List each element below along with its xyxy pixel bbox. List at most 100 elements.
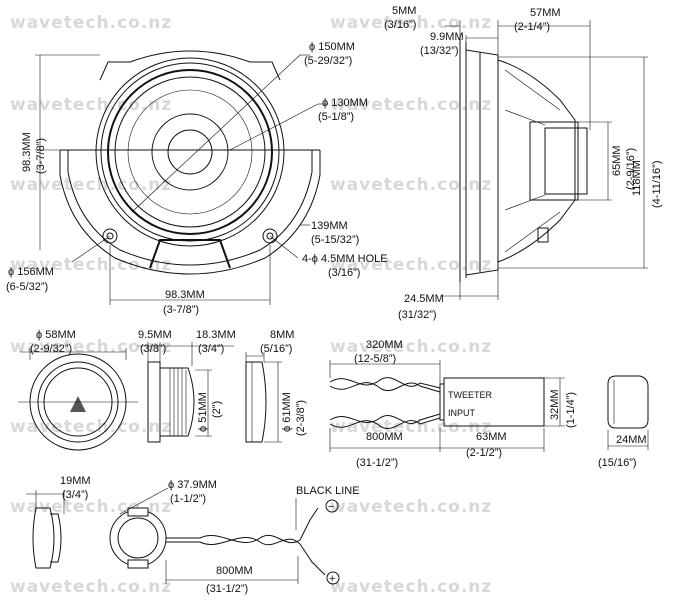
dim-245-in: (31/32”)	[398, 309, 437, 321]
basket-frame	[497, 59, 576, 263]
watermark: wavetech.co.nz	[330, 337, 492, 357]
input-label: INPUT	[448, 408, 476, 418]
dim-800-in: (31-1/2”)	[356, 457, 398, 469]
watermark: wavetech.co.nz	[330, 255, 492, 275]
tweeter-side-view: 9.5MM (3/8”) 18.3MM (3/4”) ϕ 51MM (2”)	[138, 329, 236, 443]
dim-8-in: (5/16”)	[260, 343, 292, 355]
dim-24: 24MM	[616, 434, 647, 446]
dim-150: ϕ 150MM	[309, 41, 355, 53]
dim-183: 18.3MM	[196, 329, 236, 341]
adapter-tab	[149, 239, 231, 269]
leader-156	[71, 235, 111, 263]
watermark: wavetech.co.nz	[330, 13, 492, 33]
watermark: wavetech.co.nz	[10, 255, 172, 275]
dim-24-in: (15/16”)	[598, 457, 637, 469]
dim-800b: 800MM	[216, 565, 253, 577]
leader-150	[131, 54, 301, 213]
dim-61-in: (2-3/8”)	[295, 400, 307, 436]
dim-58: ϕ 58MM	[36, 329, 76, 341]
dim-63: 63MM	[476, 431, 507, 443]
lead-negative	[299, 507, 319, 541]
dim-156-in: (6-5/32”)	[6, 281, 48, 293]
dim-19: 19MM	[60, 475, 91, 487]
dim-95-in: (3/8”)	[140, 343, 166, 355]
dim-800b-in: (31-1/2”)	[206, 583, 248, 595]
crossover-end	[439, 383, 445, 421]
dim-holes: 4-ϕ 4.5MM HOLE	[302, 253, 388, 265]
black-line-label: BLACK LINE	[296, 485, 360, 497]
dim-5: 5MM	[392, 5, 416, 17]
crossover-end-view	[607, 375, 649, 429]
tweeter-wire-2	[329, 382, 441, 393]
dim-99: 9.9MM	[430, 31, 464, 43]
tweeter-wire	[329, 377, 441, 389]
dim-320-in: (12-5/8”)	[354, 353, 396, 365]
frame-outer-circle	[95, 57, 285, 247]
minus-sign: −	[328, 501, 334, 513]
dim-130: ϕ 130MM	[322, 97, 368, 109]
cone-ring-circle	[127, 89, 253, 215]
dim-61: ϕ 61MM	[281, 392, 293, 432]
watermark: wavetech.co.nz	[330, 175, 492, 195]
dim-5-in: (3/16”)	[384, 19, 416, 31]
tweeter-thread	[169, 368, 187, 436]
watermark: wavetech.co.nz	[330, 577, 492, 597]
leader-130	[229, 103, 319, 151]
tweeter-body-side	[160, 367, 195, 437]
cone-inner-circle	[151, 113, 229, 191]
input-wire-2	[329, 417, 441, 429]
dim-51: ϕ 51MM	[197, 392, 209, 432]
watermark: wavetech.co.nz	[10, 95, 172, 115]
adapter-outline	[59, 150, 321, 275]
dim-139: 139MM	[311, 220, 348, 232]
dust-cap	[167, 129, 213, 175]
dim-57-in: (2-1/4”)	[514, 21, 550, 33]
lead-positive	[299, 543, 326, 576]
dim-99-in: (13/32”)	[420, 45, 459, 57]
dim-holes-in: (3/16”)	[328, 267, 360, 279]
dim-983-w: 98.3MM	[165, 289, 205, 301]
tweeter-flange-side	[147, 361, 161, 443]
flush-clip-bottom	[127, 559, 149, 569]
dim-63-in: (2-1/2”)	[466, 447, 502, 459]
cone-edge-circle	[114, 76, 266, 228]
leader-379	[119, 487, 169, 515]
magnet-cup	[544, 127, 588, 195]
dim-379-in: (1-1/2”)	[170, 493, 206, 505]
watermark: wavetech.co.nz	[330, 497, 492, 517]
negative-terminal-icon	[325, 499, 339, 513]
dim-183-in: (3/4”)	[198, 343, 224, 355]
dim-57: 57MM	[530, 7, 561, 19]
watermark: wavetech.co.nz	[10, 13, 172, 33]
dim-800: 800MM	[366, 431, 403, 443]
positive-terminal-icon	[326, 571, 340, 585]
dim-8: 8MM	[270, 329, 294, 341]
terminal	[537, 227, 549, 243]
dim-379: ϕ 37.9MM	[168, 479, 217, 491]
basket-outline	[465, 49, 499, 276]
tweeter-ring-view: 8MM (5/16”) ϕ 61MM (2-3/8”)	[245, 329, 307, 443]
dim-65: 65MM	[611, 145, 623, 176]
magnet-body	[529, 121, 579, 201]
adapter-inner-outline	[67, 150, 313, 266]
dim-32: 32MM	[549, 389, 561, 420]
crossover-view: TWEETER INPUT 320MM (12-5/8”) 800MM (31-…	[329, 339, 649, 469]
mount-hole-right	[262, 228, 278, 244]
woofer-side-view: 5MM (3/16”) 57MM (2-1/4”) 9.9MM (13/32”)…	[384, 5, 663, 321]
watermark: wavetech.co.nz	[330, 95, 492, 115]
basket-ribs	[504, 69, 561, 253]
surround-circle	[107, 69, 273, 235]
tweeter-front-view: ϕ 58MM (2-9/32”)	[18, 329, 138, 451]
flush-cup-inner	[117, 517, 159, 559]
dim-65-in: (2-9/16”)	[625, 148, 637, 190]
input-wire	[329, 413, 441, 424]
watermark: wavetech.co.nz	[10, 577, 172, 597]
tweeter-label: TWEETER	[448, 390, 492, 400]
dim-32-in: (1-1/4”)	[565, 392, 577, 428]
mounting-ear-outline	[99, 50, 281, 81]
flush-side-profile	[32, 507, 55, 569]
leader-holes	[269, 235, 299, 259]
woofer-front-view: ϕ 150MM (5-29/32”) ϕ 130MM (5-1/8”) 139M…	[6, 41, 388, 316]
